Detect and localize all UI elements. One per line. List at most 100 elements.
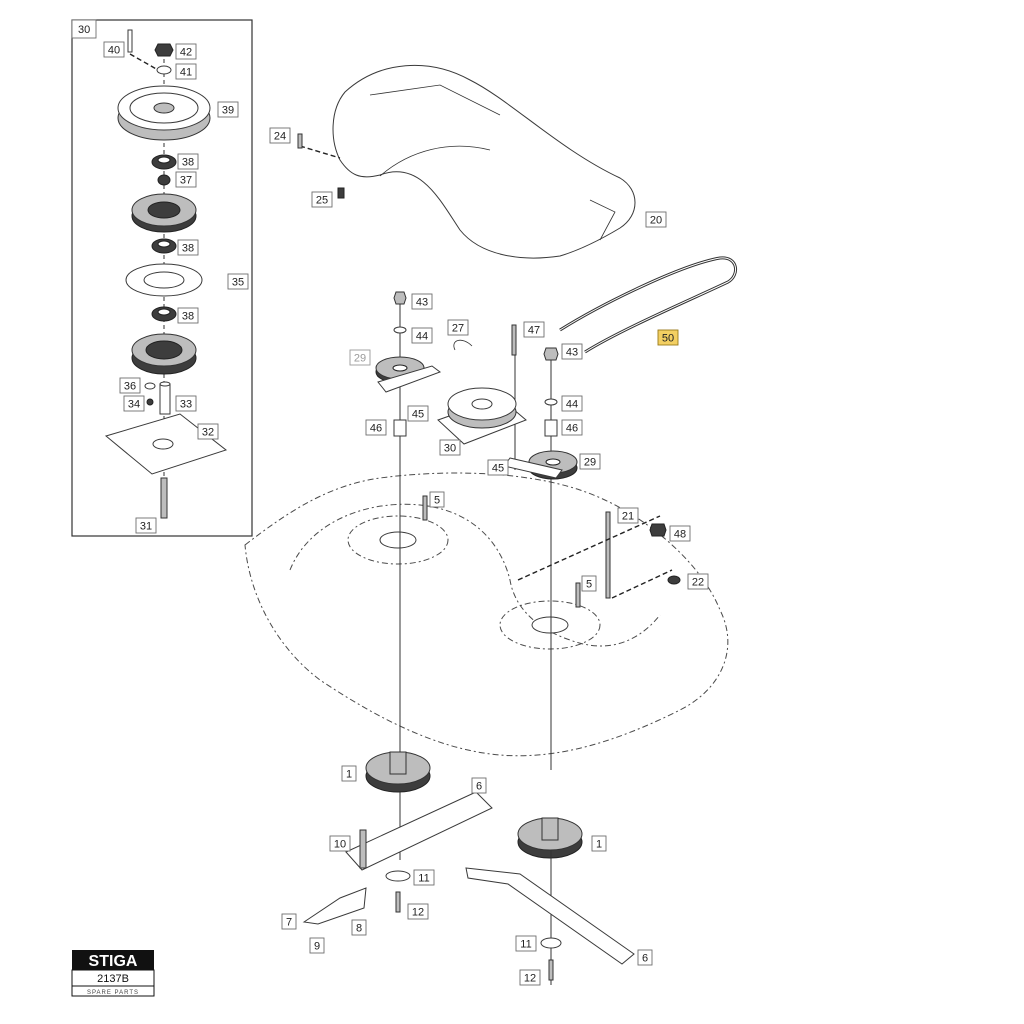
idler-pulley-left [375, 291, 442, 720]
part-number-label: 29 [584, 457, 596, 469]
part-callout-31: 31 [135, 517, 157, 534]
part-callout-6a: 6 [471, 777, 487, 794]
part-callout-29a: 29 [349, 349, 371, 366]
part-callout-21: 21 [617, 507, 639, 524]
part-callout-11b: 11 [515, 935, 537, 952]
part-number-label: 21 [622, 511, 634, 523]
part-number-label: 36 [124, 381, 136, 393]
part-number-label: 39 [222, 105, 234, 117]
part-callout-34: 34 [123, 395, 145, 412]
part-number-label: 48 [674, 529, 686, 541]
part-number-label: 41 [180, 67, 192, 79]
part-callout-47: 47 [523, 321, 545, 338]
logo: STIGA [89, 953, 138, 970]
part-callout-44a: 44 [411, 327, 433, 344]
part-number-label: 20 [650, 215, 662, 227]
part-callout-38c: 38 [177, 307, 199, 324]
spindle-left [365, 720, 431, 860]
part-callout-46a: 46 [365, 419, 387, 436]
part-number-label: 43 [566, 347, 578, 359]
part-number-label: 11 [520, 939, 531, 951]
part-number-label: 24 [274, 131, 286, 143]
part-number-label: 32 [202, 427, 214, 439]
inset-number: 30 [78, 24, 90, 36]
center-pulley-assembly [437, 324, 527, 470]
part-number-label: 34 [128, 399, 140, 411]
spindle-right [517, 817, 583, 985]
part-number-label: 9 [314, 941, 320, 953]
part-callout-12a: 12 [407, 903, 429, 920]
part-callout-9: 9 [309, 937, 325, 954]
part-callout-25: 25 [311, 191, 333, 208]
part-number-label: 27 [452, 323, 464, 335]
spare-parts-caption: SPARE PARTS [87, 990, 139, 996]
part-callout-46b: 46 [561, 419, 583, 436]
part-number-label: 44 [566, 399, 578, 411]
part-callout-12b: 12 [519, 969, 541, 986]
model-code: 2137B [97, 973, 129, 985]
part-number-label: 31 [140, 521, 152, 533]
part-callout-32: 32 [197, 423, 219, 440]
part-callout-7: 7 [281, 913, 297, 930]
part-callout-11a: 11 [413, 869, 435, 886]
part-number-label: 45 [412, 409, 424, 421]
part-number-label: 29 [354, 353, 366, 365]
part-callout-39: 39 [217, 101, 239, 118]
part-number-label: 1 [346, 769, 352, 781]
part-callout-1b: 1 [591, 835, 607, 852]
part-callout-45a: 45 [407, 405, 429, 422]
part-number-label: 6 [476, 781, 482, 793]
part-number-label: 7 [286, 917, 292, 929]
part-callout-27: 27 [447, 319, 469, 336]
part-number-label: 5 [586, 579, 592, 591]
part-number-label: 5 [434, 495, 440, 507]
part-callout-33: 33 [175, 395, 197, 412]
part-number-label: 30 [444, 443, 456, 455]
part-callout-43b: 43 [561, 343, 583, 360]
inset-panel: 30 [71, 19, 253, 537]
part-callout-6b: 6 [637, 949, 653, 966]
deck-hardware [297, 133, 681, 608]
part-number-label: 11 [418, 873, 429, 885]
part-labels: 40 42 41 39 38 37 38 35 38 36 34 33 32 31 24 25 20 43 44 27… [103, 41, 709, 986]
part-callout-35: 35 [227, 273, 249, 290]
part-callout-38a: 38 [177, 153, 199, 170]
part-number-label: 35 [232, 277, 244, 289]
part-callout-22: 22 [687, 573, 709, 590]
part-number-label: 38 [182, 157, 194, 169]
belt-cover [332, 64, 636, 259]
part-number-label: 12 [412, 907, 424, 919]
part-callout-43a: 43 [411, 293, 433, 310]
part-number-label: 50 [662, 333, 674, 345]
drive-belt [559, 256, 737, 354]
part-number-label: 33 [180, 399, 192, 411]
cutting-deck [244, 472, 729, 757]
part-number-label: 40 [108, 45, 120, 57]
part-callout-29b: 29 [579, 453, 601, 470]
part-callout-1a: 1 [341, 765, 357, 782]
part-number-label: 22 [692, 577, 704, 589]
part-number-label: 10 [334, 839, 346, 851]
part-callout-50: 50 [657, 329, 679, 346]
part-number-label: 8 [356, 923, 362, 935]
part-number-label: 42 [180, 47, 192, 59]
part-callout-10: 10 [329, 835, 351, 852]
part-callout-8: 8 [351, 919, 367, 936]
part-number-label: 1 [596, 839, 602, 851]
part-callout-37: 37 [175, 171, 197, 188]
part-number-label: 47 [528, 325, 540, 337]
part-number-label: 6 [642, 953, 648, 965]
part-callout-42: 42 [175, 43, 197, 60]
part-callout-38b: 38 [177, 239, 199, 256]
part-number-label: 38 [182, 243, 194, 255]
part-callout-5a: 5 [429, 491, 445, 508]
part-callout-36: 36 [119, 377, 141, 394]
part-number-label: 44 [416, 331, 428, 343]
part-callout-48: 48 [669, 525, 691, 542]
part-number-label: 25 [316, 195, 328, 207]
part-callout-30b: 30 [439, 439, 461, 456]
blade-left [302, 791, 493, 925]
part-callout-40: 40 [103, 41, 125, 58]
idler-pulley-right [503, 347, 578, 770]
part-number-label: 43 [416, 297, 428, 309]
